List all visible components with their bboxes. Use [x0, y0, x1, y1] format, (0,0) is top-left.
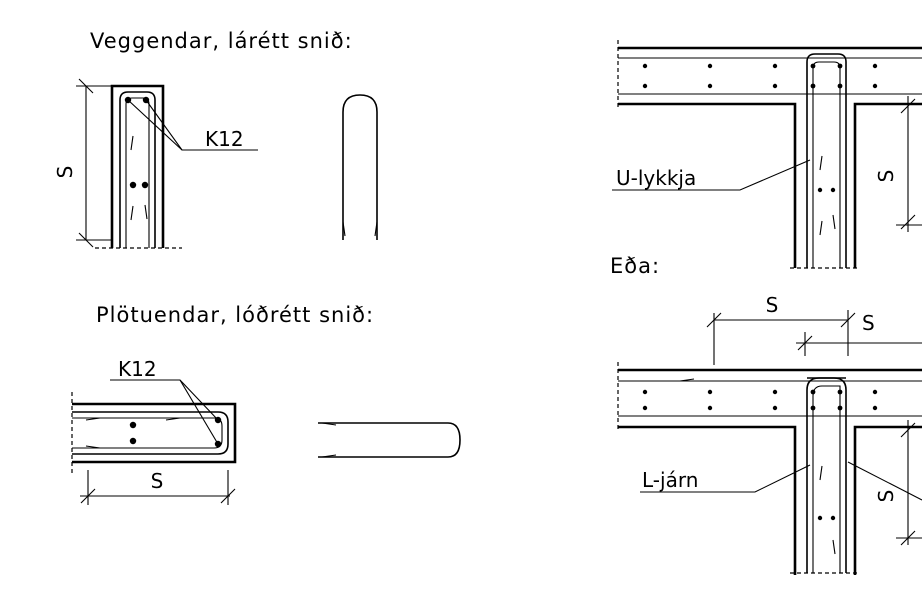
l-slab-bottom-right — [853, 425, 922, 575]
u-arrow-mark — [832, 214, 836, 230]
slab-dim-tick — [220, 488, 236, 504]
wall-outline — [110, 84, 165, 248]
slab-bar-shape-tick — [321, 422, 337, 426]
l-dim-vert-s: S — [874, 490, 898, 503]
slab-outline — [72, 402, 237, 464]
l-dim-vert-tick — [900, 422, 916, 438]
l-bar-inner — [812, 385, 841, 573]
l-arrow-mark — [819, 465, 823, 481]
l-dim-small-s: S — [862, 311, 875, 335]
slab-dim-tick — [80, 488, 96, 504]
slab-u-bar-outer — [72, 411, 229, 455]
wall-arrow-mark — [130, 135, 134, 151]
u-slab-bottom-left — [618, 102, 797, 268]
wall-end-section: K12 S — [53, 78, 258, 249]
wall-bar-dot — [141, 181, 149, 189]
wall-bar-shape-tick — [374, 221, 378, 237]
wall-bar-dot — [129, 181, 137, 189]
slab-dim-s: S — [151, 469, 164, 493]
wall-u-bar-outer — [119, 91, 156, 248]
wall-dim-tick — [78, 78, 94, 94]
slab-k12-label: K12 — [118, 357, 157, 381]
u-loop-leader — [612, 159, 811, 191]
slab-k12-leader-2 — [179, 379, 219, 445]
title-wall-end: Veggendar, lárétt snið: — [90, 29, 353, 53]
slab-bar-dot — [129, 421, 137, 429]
u-arrow-mark — [819, 220, 823, 236]
l-bar-label: L-járn — [642, 468, 698, 492]
l-bar-junction: S S L-járn — [617, 293, 922, 575]
wall-k12-leader-2 — [145, 99, 183, 151]
l-bar-right — [807, 377, 847, 573]
title-slab-end: Plötuendar, lóðrétt snið: — [96, 303, 374, 327]
l-slab-arrow — [679, 378, 695, 382]
u-loop-outer — [806, 53, 847, 268]
title-or: Eða: — [610, 254, 660, 278]
u-slab-bar-dots — [642, 63, 878, 89]
wall-k12-label: K12 — [205, 127, 244, 151]
slab-arrow-mark — [85, 417, 101, 421]
slab-arrow-mark — [165, 417, 181, 421]
u-arrow-mark — [819, 155, 823, 171]
slab-end-section: K12 S — [71, 357, 237, 505]
wall-arrow-mark — [144, 204, 148, 220]
wall-arrow-mark — [130, 205, 134, 221]
u-loop-label: U-lykkja — [616, 166, 696, 190]
u-dim-tick — [900, 214, 916, 230]
l-bar-leader — [640, 464, 811, 493]
slab-bar-dot — [129, 437, 137, 445]
slab-bar-shape-tick — [321, 454, 337, 458]
wall-bar-shape-tick — [342, 221, 346, 237]
slab-arrow-mark — [85, 445, 101, 449]
wall-u-bar-inner — [125, 97, 150, 248]
u-slab-bottom-right — [853, 102, 922, 268]
l-arrow-mark — [832, 539, 836, 555]
wall-dim-s: S — [53, 166, 77, 179]
wall-bar-shape-u — [342, 94, 378, 240]
l-slab-bar-dots — [642, 389, 878, 411]
u-dim-tick — [900, 98, 916, 114]
l-slab-bottom-left — [618, 425, 797, 575]
slab-u-bar-inner — [72, 417, 223, 449]
slab-k12-leader — [110, 379, 219, 421]
slab-bar-shape — [318, 422, 461, 458]
l-dim-small-tick — [797, 335, 813, 351]
u-dim-s: S — [874, 170, 898, 183]
l-dim-top-tick — [706, 312, 722, 328]
wall-bar-shape — [342, 94, 378, 240]
l-bar-leader-right — [847, 461, 922, 501]
u-loop-inner — [812, 61, 841, 268]
u-loop-junction: U-lykkja S — [612, 40, 922, 269]
wall-dim-tick — [78, 232, 94, 248]
slab-bar-shape-u — [318, 422, 461, 458]
l-dim-top-s: S — [766, 293, 779, 317]
